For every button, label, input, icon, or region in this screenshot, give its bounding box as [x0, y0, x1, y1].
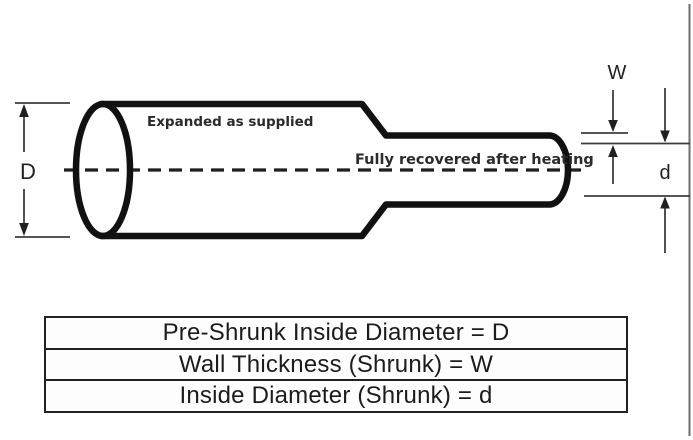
dimension-d	[584, 88, 690, 253]
arrow-up-icon	[608, 145, 618, 157]
arrow-down-icon	[608, 120, 618, 132]
recovered-label: Fully recovered after heating	[355, 152, 594, 168]
table-row-wall-thickness: Wall Thickness (Shrunk) = W	[46, 347, 626, 380]
dimension-legend-table: Pre-Shrunk Inside Diameter = D Wall Thic…	[44, 316, 628, 413]
tube-outline	[97, 100, 572, 240]
dimension-W	[581, 90, 690, 184]
dim-label-W: W	[608, 62, 627, 84]
dim-label-d: d	[659, 162, 670, 184]
arrow-up-icon	[660, 196, 670, 209]
table-row-inside-diameter: Inside Diameter (Shrunk) = d	[46, 379, 626, 411]
arrow-up-icon	[19, 104, 29, 117]
expanded-label: Expanded as supplied	[147, 114, 313, 130]
tube-end-ellipse	[72, 100, 134, 240]
arrow-down-icon	[660, 130, 670, 143]
dimension-D	[15, 102, 70, 238]
table-row-pre-shrunk-diameter: Pre-Shrunk Inside Diameter = D	[162, 318, 510, 346]
dim-label-D: D	[20, 159, 36, 184]
arrow-down-icon	[19, 223, 29, 236]
